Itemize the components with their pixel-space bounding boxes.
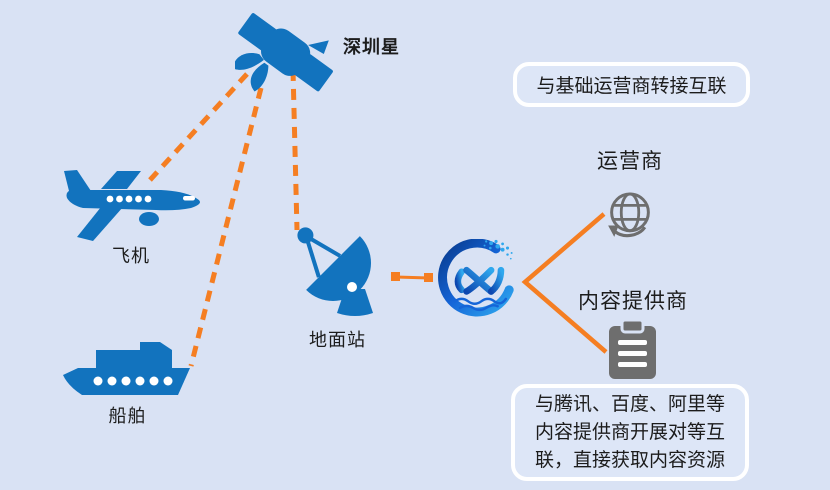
operator-interconnect-text: 与基础运营商转接互联 xyxy=(536,76,727,97)
satellite-icon xyxy=(235,13,333,92)
satellite-label: 深圳星 xyxy=(343,37,400,57)
logo-letters xyxy=(454,266,505,295)
logo-halftone-dots xyxy=(483,239,513,260)
satellite-airplane-link xyxy=(148,72,249,182)
ship-icon xyxy=(63,342,190,395)
satellite-groundstation-link xyxy=(290,69,300,231)
content-interconnect-line1: 与腾讯、百度、阿里等 xyxy=(534,393,725,415)
groundstation-logo-connector xyxy=(391,272,433,282)
operator-interconnect-callout: 与基础运营商转接互联 xyxy=(513,62,750,107)
clipboard-icon xyxy=(609,318,656,379)
airplane-label: 飞机 xyxy=(112,246,150,266)
exchange-logo xyxy=(438,239,514,317)
airplane-icon xyxy=(64,170,200,241)
content-interconnect-callout: 与腾讯、百度、阿里等 内容提供商开展对等互 联，直接获取内容资源 xyxy=(511,384,749,481)
groundstation-label: 地面站 xyxy=(309,330,366,350)
logo-fanout-lines xyxy=(521,212,608,354)
content-interconnect-line2: 内容提供商开展对等互 xyxy=(534,421,725,443)
content-interconnect-line3: 联，直接获取内容资源 xyxy=(534,449,725,471)
logo-waves xyxy=(453,297,508,312)
ship-label: 船舶 xyxy=(108,406,147,426)
satellite-ship-link xyxy=(188,87,264,367)
content-provider-label: 内容提供商 xyxy=(578,290,688,313)
operator-label: 运营商 xyxy=(597,150,663,173)
groundstation-icon xyxy=(297,227,373,316)
globe-arrow-icon xyxy=(608,192,650,238)
